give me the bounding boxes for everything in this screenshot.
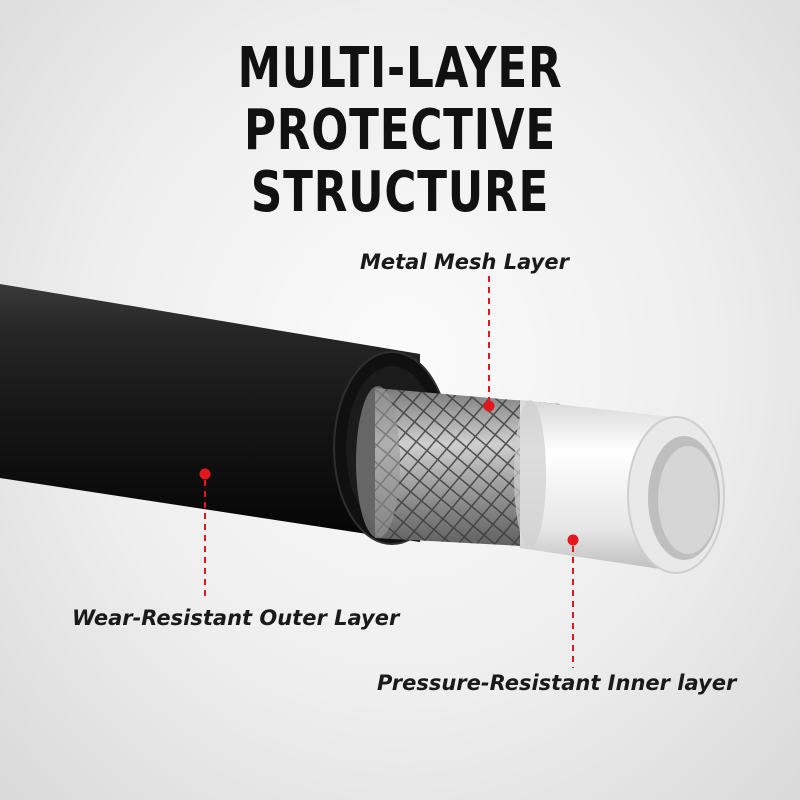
title-line-2: PROTECTIVE STRUCTURE — [244, 98, 556, 225]
metal-mesh-label: Metal Mesh Layer — [360, 250, 569, 274]
title-block: MULTI-LAYER PROTECTIVE STRUCTURE — [0, 38, 800, 224]
title-line-1: MULTI-LAYER — [237, 36, 563, 101]
callout-inner-marker — [567, 534, 579, 668]
outer-layer-body — [0, 284, 420, 542]
inner-layer-label: Pressure-Resistant Inner layer — [377, 671, 737, 695]
callout-outer-marker — [199, 468, 211, 600]
outer-layer-label: Wear-Resistant Outer Layer — [72, 606, 400, 630]
callout-metal-mesh-marker — [483, 276, 495, 412]
